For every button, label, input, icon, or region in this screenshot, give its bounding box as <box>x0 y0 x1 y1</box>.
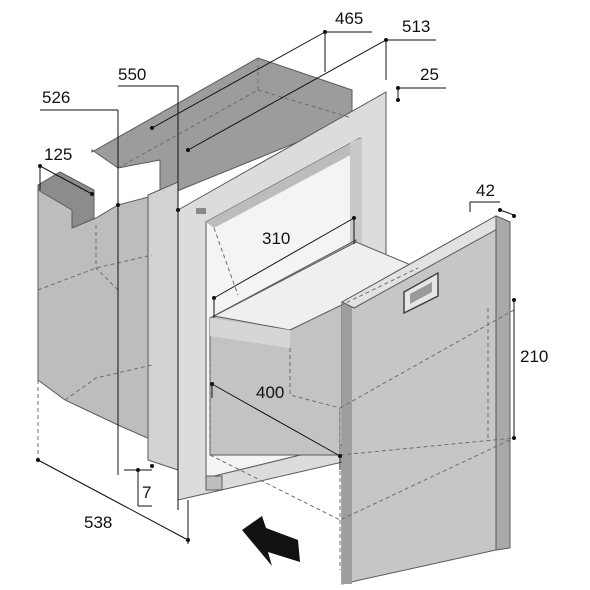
cabinet-body <box>37 57 353 471</box>
dim-400: 400 <box>256 383 284 402</box>
dim-7: 7 <box>142 483 151 502</box>
drawer-tub-front-band <box>210 318 290 348</box>
dim-125: 125 <box>44 145 72 164</box>
drawer-handle-inner <box>410 282 432 304</box>
dim-513: 513 <box>402 17 430 36</box>
dim-210: 210 <box>520 347 548 366</box>
frame-slot <box>196 208 206 214</box>
dimension-lines <box>36 30 516 544</box>
dim-465: 465 <box>335 9 363 28</box>
drawer-front-panel <box>340 215 512 585</box>
dim-526: 526 <box>42 88 70 107</box>
insertion-arrow-icon <box>242 516 300 566</box>
dim-538: 538 <box>84 513 112 532</box>
frame-foot <box>205 475 223 491</box>
dim-42: 42 <box>476 181 495 200</box>
frame-inner-top <box>206 138 360 228</box>
dim-310: 310 <box>262 229 290 248</box>
dim-550: 550 <box>118 65 146 84</box>
drawer-panel-left-edge <box>342 296 352 584</box>
cabinet-right-strip <box>147 181 179 471</box>
hidden-lines <box>37 58 515 570</box>
dimension-labels: 465 513 25 550 526 125 42 310 210 400 7 … <box>42 9 548 532</box>
drawer-panel-right-edge <box>495 215 511 551</box>
dim-25: 25 <box>420 65 439 84</box>
cabinet-left-side <box>37 189 153 441</box>
